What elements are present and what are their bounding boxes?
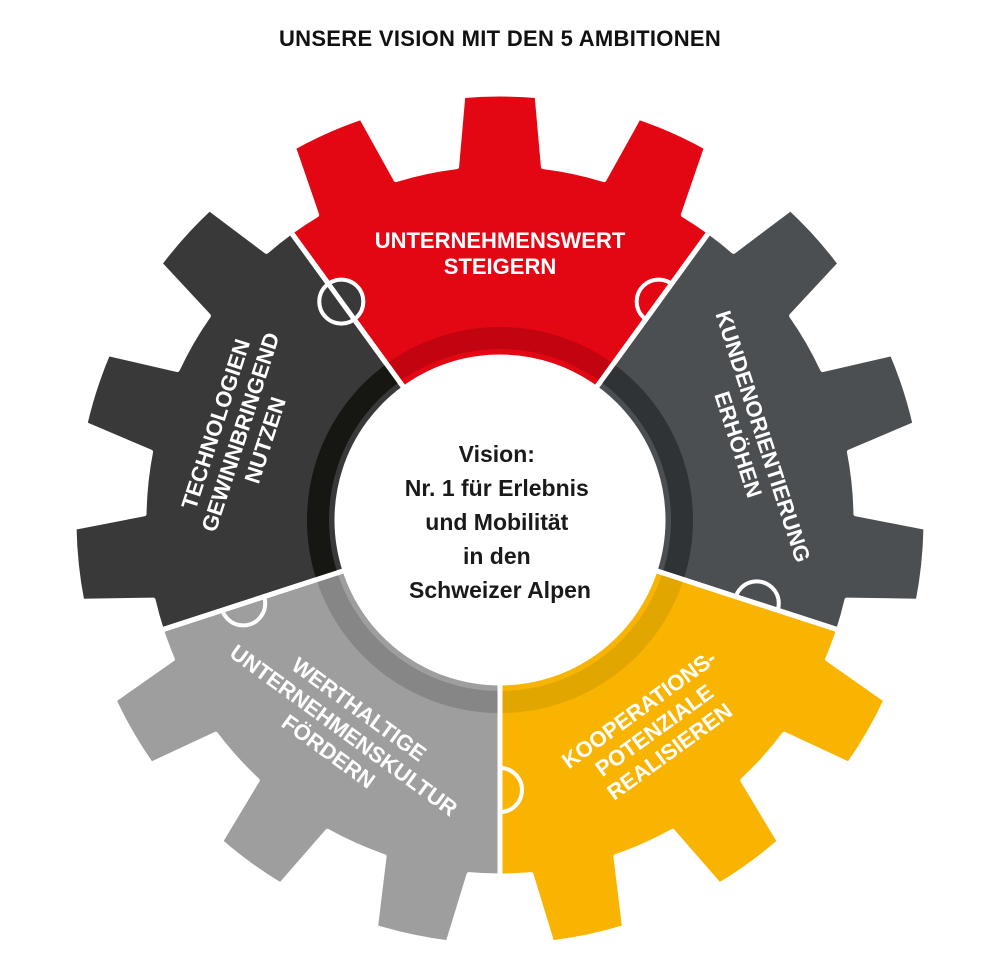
segment-divider <box>652 567 842 634</box>
inner-ring-unternehmenskultur <box>317 574 499 713</box>
segment-divider <box>158 567 348 634</box>
diagram-title: UNSERE VISION MIT DEN 5 AMBITIONEN <box>278 26 722 51</box>
inner-ring-unternehmenswert <box>388 327 612 381</box>
inner-ring-kooperationspotenziale <box>501 574 683 713</box>
inner-ring-kundenorientierung <box>601 365 693 578</box>
vision-text: Vision: Nr. 1 für Erlebnis und Mobilität… <box>405 441 595 603</box>
segment-divider <box>287 228 408 392</box>
inner-ring-technologien <box>307 365 399 578</box>
vision-circle <box>337 357 663 683</box>
segment-divider <box>592 228 713 392</box>
